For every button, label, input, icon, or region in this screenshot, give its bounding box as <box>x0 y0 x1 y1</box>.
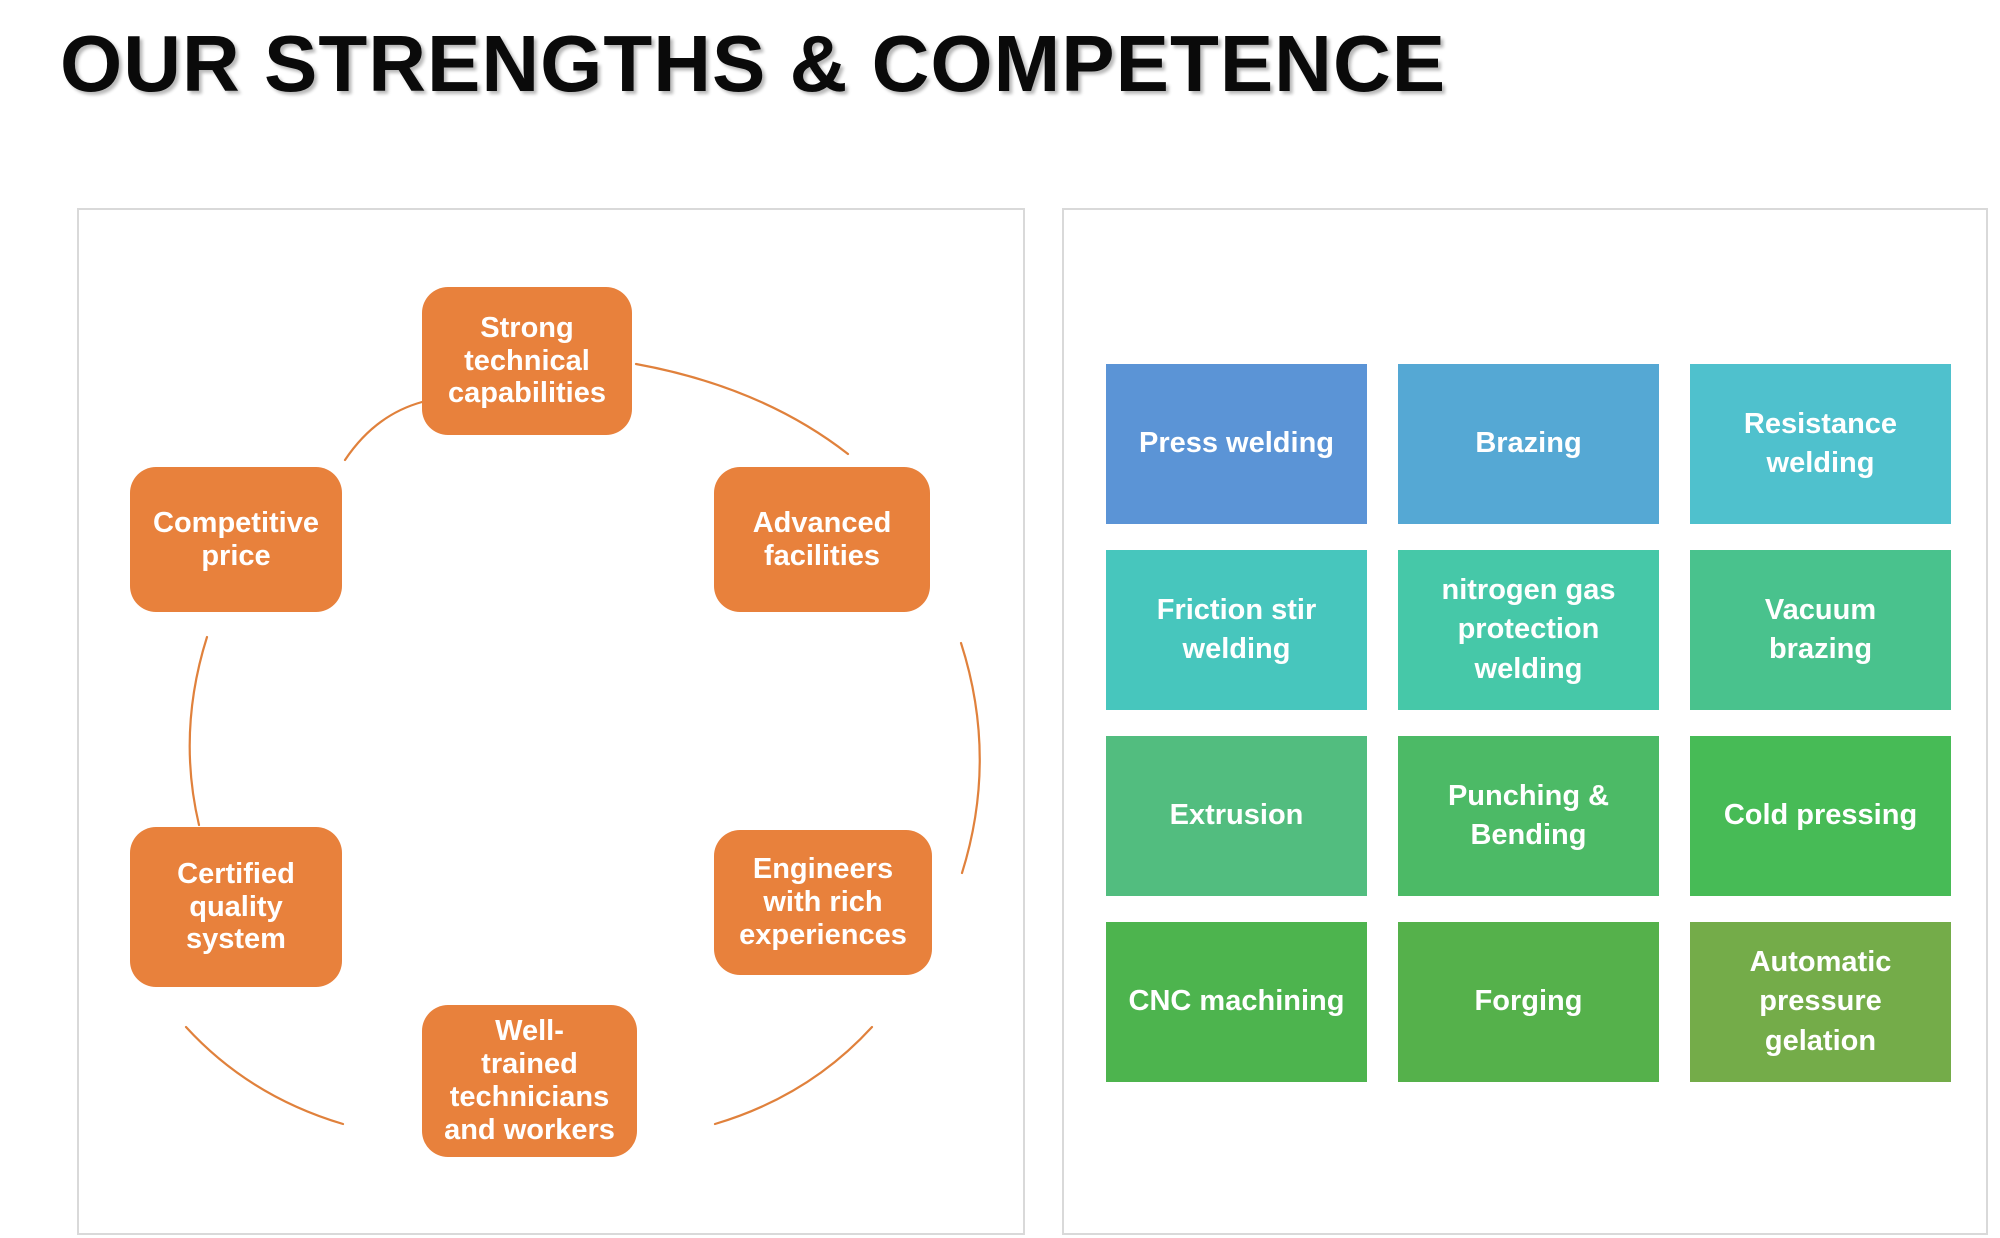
cycle-box-engineers-with-rich-experiences: Engineers with rich experiences <box>714 830 932 975</box>
tile-cold-pressing: Cold pressing <box>1690 736 1951 896</box>
cycle-box-well-trained-technicians-and-workers: Well- trained technicians and workers <box>422 1005 637 1157</box>
tile-forging: Forging <box>1398 922 1659 1082</box>
arc-advanced-to-engineers <box>959 641 981 875</box>
strengths-panel: Strong technical capabilities Competitiv… <box>77 208 1025 1235</box>
cycle-box-certified-quality-system: Certified quality system <box>130 827 342 987</box>
page-title: OUR STRENGTHS & COMPETENCE <box>60 19 1447 108</box>
tile-automatic-pressure-gelation: Automatic pressure gelation <box>1690 922 1951 1082</box>
arc-engineers-to-welltrained <box>713 1025 874 1126</box>
cycle-box-advanced-facilities: Advanced facilities <box>714 467 930 612</box>
tile-cnc-machining: CNC machining <box>1106 922 1367 1082</box>
cycle-box-competitive-price: Competitive price <box>130 467 342 612</box>
arc-competitive-to-certified <box>188 635 209 827</box>
tile-resistance-welding: Resistance welding <box>1690 364 1951 524</box>
tile-brazing: Brazing <box>1398 364 1659 524</box>
tile-vacuum-brazing: Vacuum brazing <box>1690 550 1951 710</box>
arc-competitive-to-strong <box>343 400 424 462</box>
competence-grid: Press welding Brazing Resistance welding… <box>1106 364 1951 1082</box>
tile-extrusion: Extrusion <box>1106 736 1367 896</box>
tile-friction-stir-welding: Friction stir welding <box>1106 550 1367 710</box>
tile-punching-bending: Punching & Bending <box>1398 736 1659 896</box>
tile-nitrogen-gas-protection-welding: nitrogen gas protection welding <box>1398 550 1659 710</box>
arc-certified-to-welltrained <box>184 1025 345 1126</box>
competence-panel: Press welding Brazing Resistance welding… <box>1062 208 1988 1235</box>
cycle-box-strong-technical-capabilities: Strong technical capabilities <box>422 287 632 435</box>
arc-strong-to-advanced <box>634 362 850 456</box>
tile-press-welding: Press welding <box>1106 364 1367 524</box>
